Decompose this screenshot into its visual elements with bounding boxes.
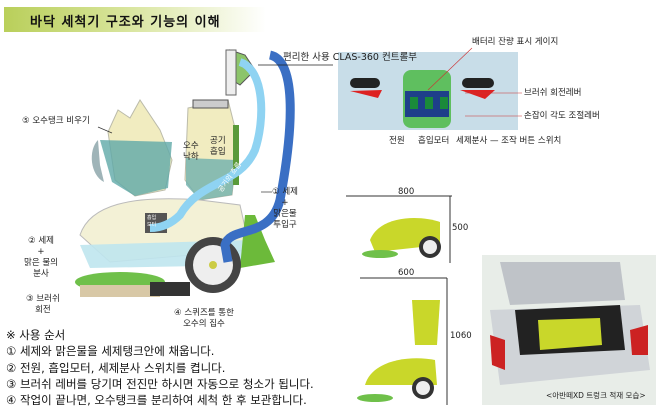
brush-line: 회전	[35, 305, 51, 315]
brush-label: ③ 브러쉬 회전	[26, 294, 60, 316]
usage-steps: ※ 사용 순서 ① 세제와 맑은물을 세제탱크안에 채웁니다. ② 전원, 흡입…	[6, 327, 314, 408]
folded-machine-illustration	[346, 195, 452, 263]
motor-box-line: 흡입	[147, 215, 157, 221]
waste-drop-line: 오수	[183, 141, 199, 151]
control-panel-photo	[258, 47, 522, 130]
inlet-line: 맑은물	[273, 209, 297, 219]
usage-step: ① 세제와 맑은물을 세제탱크안에 채웁니다.	[6, 344, 215, 359]
controls-heading: 편리한 사용 CLAS-360 컨트롤부	[283, 52, 417, 63]
spray-line: 맑은 물의	[24, 258, 58, 268]
spray-label: ② 세제 + 맑은 물의 분사	[24, 236, 58, 280]
upright-height-label: 1060	[450, 331, 472, 341]
waste-drop-label: 오수 낙하	[183, 141, 199, 163]
waste-flow-pipe	[220, 50, 295, 263]
usage-step: ③ 브러쉬 레버를 당기며 전진만 하시면 자동으로 청소가 됩니다.	[6, 376, 314, 391]
battery-gauge-label: 배터리 잔량 표시 게이지	[472, 37, 559, 47]
upright-width-label: 600	[398, 268, 415, 278]
title-bar	[4, 7, 266, 32]
waste-tank-illustration	[91, 99, 173, 197]
car-caption: <아반떼XD 트렁크 적재 모습>	[546, 391, 646, 400]
folded-width-label: 800	[398, 187, 415, 197]
brush-lever-label: 브러쉬 회전레버	[524, 88, 582, 98]
air-intake-line: 공기	[210, 136, 226, 146]
scrubber-cutaway-illustration	[75, 49, 295, 297]
power-label: 전원	[389, 136, 405, 146]
squeegee-line: ④ 스퀴즈를 통한	[174, 308, 234, 318]
motor-box-line: 모터	[147, 222, 157, 228]
inlet-line: ① 세제	[272, 187, 298, 197]
squeegee-line: 오수의 집수	[183, 319, 225, 329]
suction-label: 흡입모터	[418, 136, 450, 146]
motor-box-label: 흡입 모터	[147, 215, 156, 229]
inlet-line: 투입구	[273, 220, 297, 230]
upright-machine-illustration	[357, 277, 448, 405]
handle-lever-label: 손잡이 각도 조절레버	[524, 111, 600, 121]
waste-drop-line: 낙하	[183, 152, 199, 162]
page-title: 바닥 세척기 구조와 기능의 이해	[30, 15, 221, 30]
inlet-line: +	[281, 198, 289, 208]
usage-step: ② 전원, 흡입모터, 세제분사 스위치를 켭니다.	[6, 360, 226, 375]
spray-line: 분사	[33, 269, 49, 279]
squeegee-label: ④ 스퀴즈를 통한 오수의 집수	[174, 308, 234, 330]
spray-line: ② 세제	[28, 236, 54, 246]
detergent-label: 세제분사 — 조작 버튼 스위치	[456, 136, 562, 146]
inlet-label: ① 세제 + 맑은물 투입구	[272, 187, 298, 231]
spray-line: +	[37, 247, 45, 257]
car-trunk-photo	[482, 255, 656, 405]
usage-heading: ※ 사용 순서	[6, 328, 66, 342]
air-flow-pipe	[149, 58, 266, 232]
air-intake-line: 흡입	[210, 147, 226, 157]
folded-height-label: 500	[452, 223, 469, 233]
air-intake-label: 공기 흡입	[210, 136, 226, 158]
tank-empty-label: ⑤ 오수탱크 비우기	[22, 116, 90, 126]
usage-step: ④ 작업이 끝나면, 오수탱크를 분리하여 세척 한 후 보관합니다.	[6, 393, 307, 408]
brush-line: ③ 브러쉬	[26, 294, 60, 304]
